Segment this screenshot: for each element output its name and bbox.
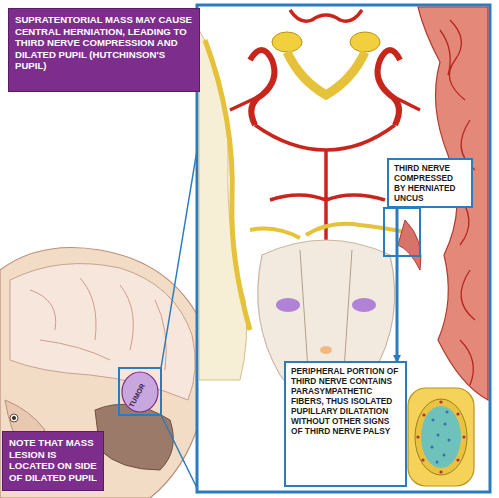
nucleus: [352, 298, 376, 312]
callout-box: THIRD NERVE COMPRESSED BY HERNIATED UNCU…: [387, 158, 473, 208]
nerve-face: [415, 399, 467, 475]
central-fibers: [421, 406, 461, 468]
note-box: SUPRATENTORIAL MASS MAY CAUSE CENTRAL HE…: [8, 8, 200, 92]
tumor-mass: [122, 372, 158, 412]
optic-nerve: [272, 32, 302, 52]
nerve-tract: [205, 40, 250, 330]
herniated-uncus: [398, 220, 421, 270]
callout-box: PERIPHERAL PORTION OF THIRD NERVE CONTAI…: [284, 361, 407, 487]
fiber-dots: [431, 411, 451, 464]
zoom-square: [119, 368, 161, 415]
optic-nerve: [350, 32, 380, 52]
box-text: NOTE THAT MASS LESION IS LOCATED ON SIDE…: [9, 437, 97, 483]
box-text: SUPRATENTORIAL MASS MAY CAUSE CENTRAL HE…: [15, 14, 193, 72]
inset-frame: [197, 5, 490, 492]
zoom-line: [161, 150, 197, 368]
third-nerve: [306, 224, 405, 235]
note-box: NOTE THAT MASS LESION IS LOCATED ON SIDE…: [2, 431, 104, 491]
eye: [10, 414, 18, 422]
nucleus: [320, 346, 332, 354]
nerve-section: [408, 388, 474, 486]
dilated-pupil: [12, 416, 16, 420]
brain-gyri: [30, 278, 166, 370]
box-text: THIRD NERVE COMPRESSED BY HERNIATED UNCU…: [394, 163, 466, 203]
nucleus: [276, 298, 300, 312]
box-text: PERIPHERAL PORTION OF THIRD NERVE CONTAI…: [291, 366, 400, 436]
parasympathetic-dots: [416, 400, 465, 473]
zoom-line: [161, 415, 197, 488]
third-nerve: [250, 229, 300, 238]
connector-arrow: [396, 208, 399, 361]
carotid-artery: [250, 50, 274, 125]
head-outline: [0, 248, 208, 498]
carotid-artery: [378, 50, 400, 125]
temporal-lobe: [199, 30, 247, 380]
optic-chiasm: [287, 52, 365, 95]
zoom-square: [384, 208, 420, 256]
